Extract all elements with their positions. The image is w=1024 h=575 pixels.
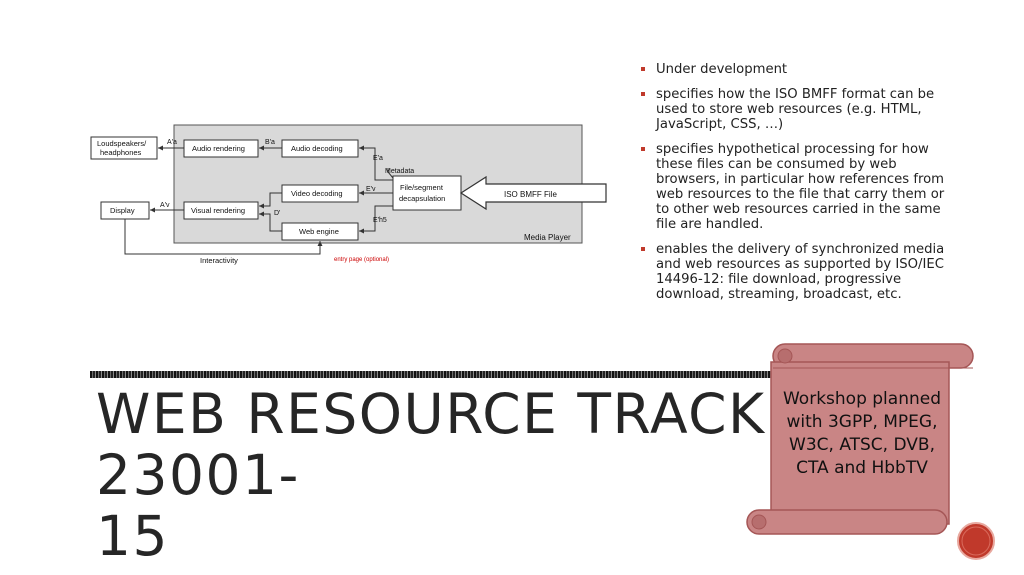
file-segment-box xyxy=(392,175,462,211)
file-segment-label-2: decapsulation xyxy=(399,194,445,203)
interactivity-loop xyxy=(124,219,323,255)
label-e-a: E'a xyxy=(373,155,383,162)
scroll-callout-shape xyxy=(746,343,974,535)
iso-bmff-label: ISO BMFF File xyxy=(504,190,557,199)
interactivity-label: Interactivity xyxy=(200,256,238,265)
bullet-list: Under development specifies how the ISO … xyxy=(640,62,960,312)
loudspeakers-box xyxy=(90,136,158,160)
web-engine-to-render xyxy=(259,211,282,232)
media-player-diagram: Media Player Loudspeakers/ headphones Di… xyxy=(90,124,607,265)
visual-rendering-label: Visual rendering xyxy=(191,206,245,215)
media-player-label: Media Player xyxy=(524,233,571,242)
bullet-item: enables the delivery of synchronized med… xyxy=(640,242,960,302)
audio-rendering-label: Audio rendering xyxy=(192,144,245,153)
label-b-a: B'a xyxy=(265,139,275,146)
label-e-h: E'h5 xyxy=(373,217,387,224)
display-label: Display xyxy=(110,206,135,215)
audio-decoding-label: Audio decoding xyxy=(291,144,343,153)
label-d: D' xyxy=(274,210,280,217)
bullet-marker xyxy=(641,67,645,71)
iso-bmff-arrow xyxy=(459,175,607,211)
slide-title-line-2: 15 xyxy=(96,504,169,568)
entry-page-label: entry page (optional) xyxy=(334,257,389,263)
loudspeakers-label-2: headphones xyxy=(100,148,142,157)
bullet-text: specifies how the ISO BMFF format can be… xyxy=(656,87,935,132)
bullet-item: Under development xyxy=(640,62,960,77)
slide-title: WEB RESOURCE TRACK 23001- 15 xyxy=(96,384,796,567)
loudspeakers-label-1: Loudspeakers/ xyxy=(97,139,147,148)
label-metadata: Metadata xyxy=(385,168,414,175)
bullet-marker xyxy=(641,247,645,251)
video-decode-to-render xyxy=(259,192,282,209)
bullet-text: Under development xyxy=(656,62,788,77)
bullet-text: enables the delivery of synchronized med… xyxy=(656,242,945,302)
label-e-v: E'v xyxy=(366,186,376,193)
web-engine-label: Web engine xyxy=(299,227,339,236)
video-decoding-label: Video decoding xyxy=(291,189,343,198)
file-to-audio-decode xyxy=(359,145,393,181)
metadata-line xyxy=(387,168,394,179)
bullet-item: specifies how the ISO BMFF format can be… xyxy=(640,87,960,132)
next-slide-button[interactable] xyxy=(956,521,996,561)
bullet-marker xyxy=(641,92,645,96)
file-segment-label-1: File/segment xyxy=(400,183,444,192)
bullet-marker xyxy=(641,147,645,151)
file-to-web-engine xyxy=(359,205,393,234)
bullet-item: specifies hypothetical processing for ho… xyxy=(640,142,960,232)
callout-text: Workshop planned with 3GPP, MPEG, W3C, A… xyxy=(782,389,941,478)
slide-title-line-1: WEB RESOURCE TRACK 23001- xyxy=(96,382,766,507)
label-a-a: A'a xyxy=(167,139,177,146)
title-divider-band xyxy=(90,371,790,378)
label-a-v: A'v xyxy=(160,202,170,209)
bullet-text: specifies hypothetical processing for ho… xyxy=(656,142,945,232)
